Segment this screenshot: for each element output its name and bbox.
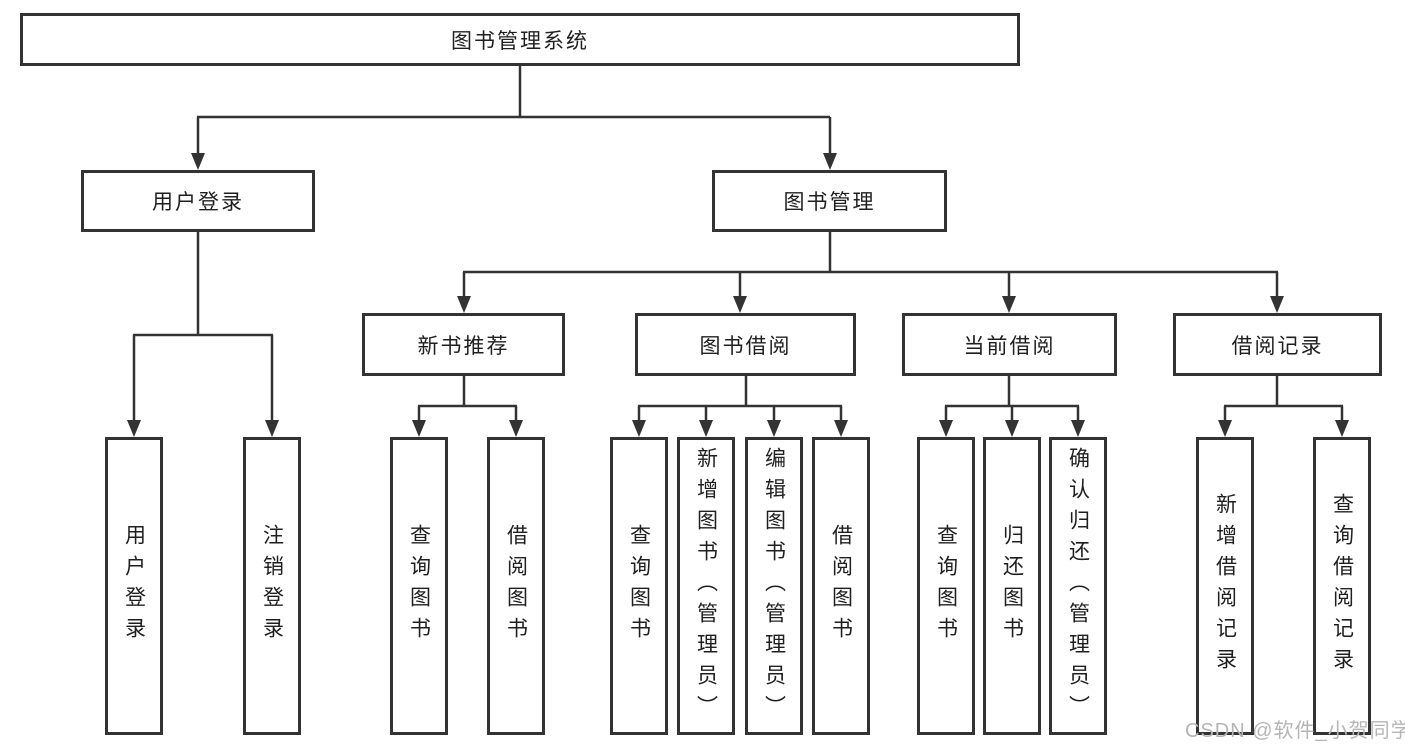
leaf-add-books-admin: 新增图书（管理员） (677, 437, 735, 735)
leaf-edit-books-admin-label: 编辑图书（管理员） (762, 446, 786, 726)
node-book-management: 图书管理 (712, 170, 947, 232)
leaf-confirm-return-admin-label: 确认归还（管理员） (1066, 446, 1090, 726)
leaf-add-borrow-record-label: 新增借阅记录 (1213, 493, 1237, 679)
node-new-book-recommend: 新书推荐 (362, 313, 565, 376)
node-user-login-label: 用户登录 (152, 191, 244, 214)
connector-records-to-leaves (1223, 376, 1344, 421)
leaf-user-login-label: 用户登录 (122, 524, 146, 648)
leaf-return-books-label: 归还图书 (1000, 524, 1024, 648)
node-current-borrowing-label: 当前借阅 (963, 334, 1056, 358)
csdn-watermark: CSDN @软件_小贺同学 (1185, 720, 1405, 742)
connector-borrow-to-leaves (637, 376, 843, 421)
node-book-management-label: 图书管理 (783, 191, 876, 214)
leaf-user-login: 用户登录 (105, 437, 163, 735)
node-book-borrowing-label: 图书借阅 (699, 334, 792, 358)
node-book-borrowing: 图书借阅 (635, 313, 856, 376)
node-borrowing-records: 借阅记录 (1173, 313, 1382, 376)
node-user-login: 用户登录 (81, 170, 315, 232)
leaf-borrowing-query-books: 查询图书 (610, 437, 668, 735)
leaf-return-books: 归还图书 (983, 437, 1041, 735)
node-root-system: 图书管理系统 (20, 13, 1020, 66)
node-new-book-recommend-label: 新书推荐 (417, 334, 510, 358)
leaf-confirm-return-admin: 确认归还（管理员） (1049, 437, 1107, 735)
connector-current-to-leaves (944, 376, 1080, 421)
arrowheads (127, 153, 1349, 437)
connector-newbook-to-leaves (417, 376, 518, 421)
leaf-newbook-query-books: 查询图书 (390, 437, 448, 735)
connector-mgmt-to-level3 (462, 232, 1279, 297)
node-borrowing-records-label: 借阅记录 (1231, 334, 1324, 358)
leaf-edit-books-admin: 编辑图书（管理员） (745, 437, 803, 735)
leaf-newbook-query-books-label: 查询图书 (407, 524, 431, 648)
leaf-query-borrow-record-label: 查询借阅记录 (1330, 493, 1354, 679)
leaf-current-query-books-label: 查询图书 (934, 524, 958, 648)
leaf-newbook-borrow-books-label: 借阅图书 (504, 524, 528, 648)
leaf-logout: 注销登录 (243, 437, 301, 735)
node-root-system-label: 图书管理系统 (451, 29, 589, 53)
leaf-borrowing-borrow-books: 借阅图书 (812, 437, 870, 735)
connector-root-to-level2 (196, 66, 832, 154)
leaf-add-books-admin-label: 新增图书（管理员） (694, 446, 718, 726)
leaf-borrowing-query-books-label: 查询图书 (627, 524, 651, 648)
leaf-current-query-books: 查询图书 (917, 437, 975, 735)
leaf-logout-label: 注销登录 (260, 524, 284, 648)
leaf-query-borrow-record: 查询借阅记录 (1313, 437, 1371, 735)
leaf-newbook-borrow-books: 借阅图书 (487, 437, 545, 735)
leaf-add-borrow-record: 新增借阅记录 (1196, 437, 1254, 735)
connector-login-to-leaves (132, 232, 274, 421)
node-current-borrowing: 当前借阅 (902, 313, 1117, 376)
leaf-borrowing-borrow-books-label: 借阅图书 (829, 524, 853, 648)
